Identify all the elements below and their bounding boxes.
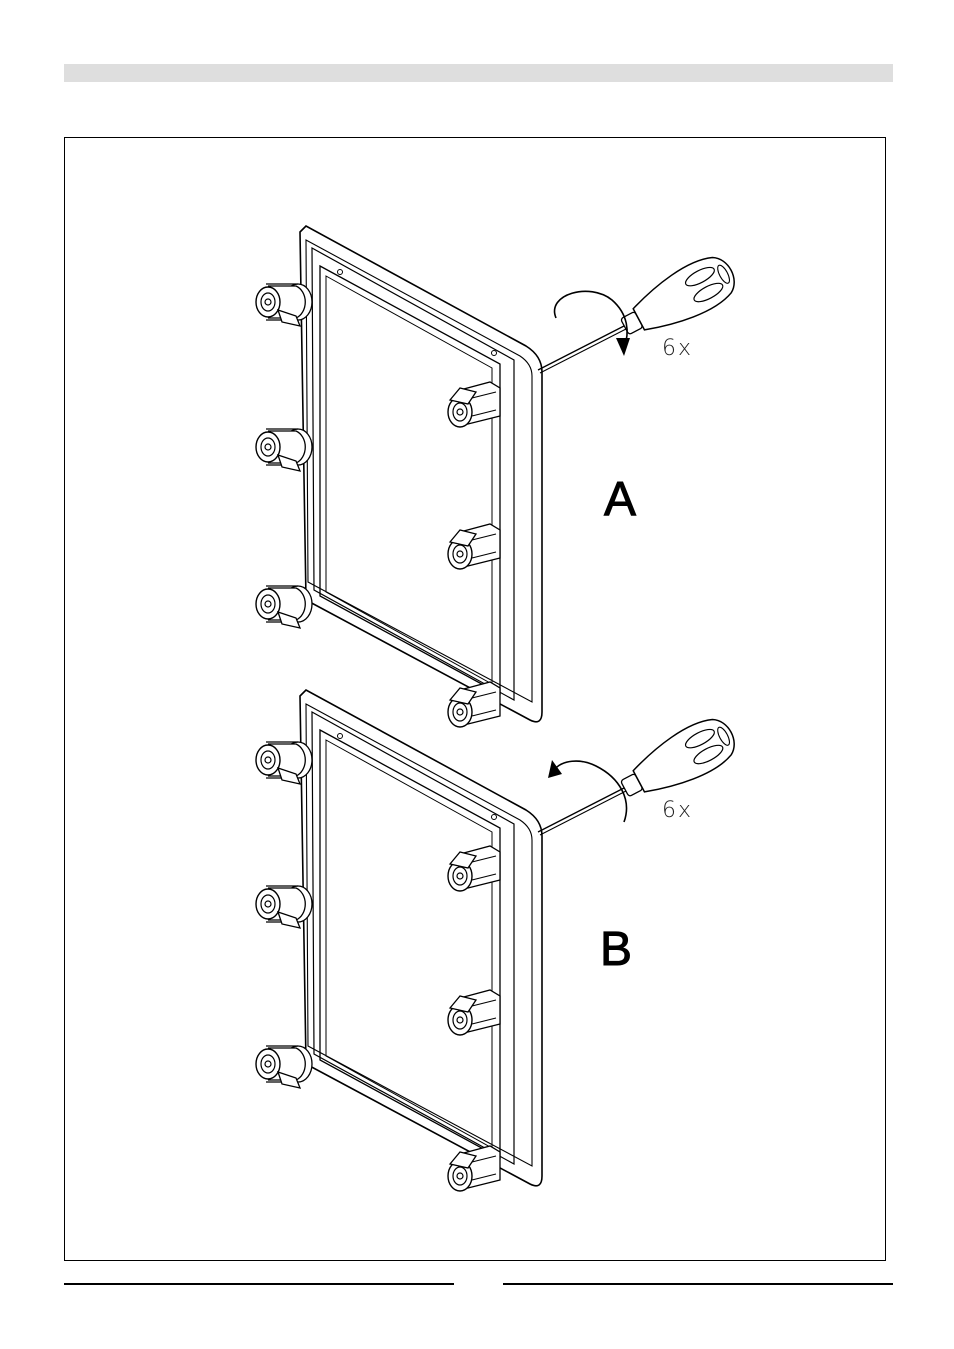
mounting-clamp-icon	[256, 586, 312, 628]
panel-b	[256, 690, 743, 1191]
step-b-label: B	[600, 922, 632, 977]
panel-a	[256, 226, 743, 727]
step-a-count: 6x	[662, 336, 693, 361]
mounting-clamp-icon	[256, 1046, 312, 1088]
screwdriver-icon	[538, 249, 743, 373]
rotate-counterclockwise-arrow-icon	[548, 760, 626, 822]
footer-rule-left	[64, 1283, 454, 1285]
screwdriver-icon	[538, 711, 743, 835]
mounting-clamp-icon	[448, 682, 500, 727]
mounting-clamp-icon	[448, 1146, 500, 1191]
step-a-label: A	[604, 472, 636, 527]
footer-rule-right	[503, 1283, 893, 1285]
step-b-count: 6x	[662, 798, 693, 823]
